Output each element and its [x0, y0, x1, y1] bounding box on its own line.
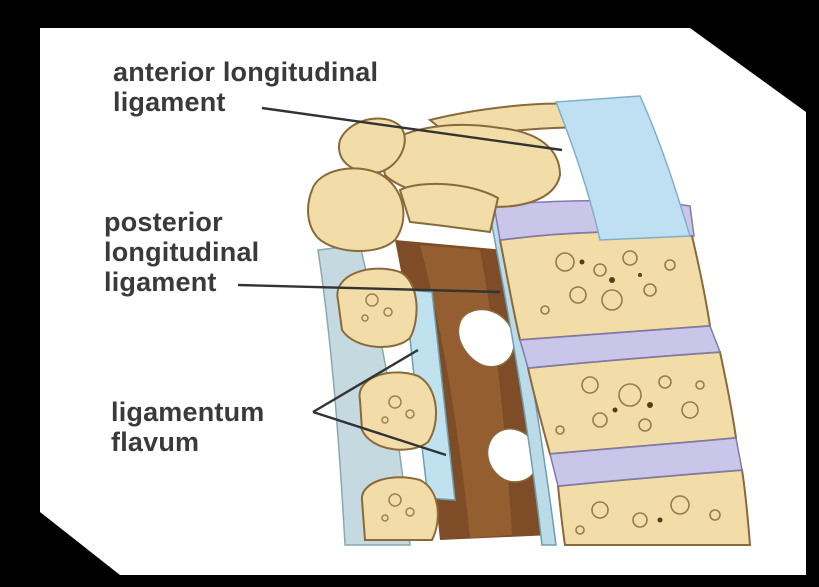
- posterior-label-line-2: longitudinal: [104, 237, 259, 267]
- ligamentum-flavum-label: ligamentum flavum: [111, 397, 265, 457]
- anterior-longitudinal-ligament-label: anterior longitudinal ligament: [113, 57, 378, 117]
- flavum-label-line-1: ligamentum: [111, 397, 265, 427]
- posterior-label-line-3: ligament: [104, 267, 217, 297]
- flavum-label-line-2: flavum: [111, 427, 199, 457]
- anterior-label-line-1: anterior longitudinal: [113, 57, 378, 87]
- posterior-longitudinal-ligament-label: posterior longitudinal ligament: [104, 207, 259, 297]
- posterior-label-line-1: posterior: [104, 207, 223, 237]
- anterior-label-line-2: ligament: [113, 87, 226, 117]
